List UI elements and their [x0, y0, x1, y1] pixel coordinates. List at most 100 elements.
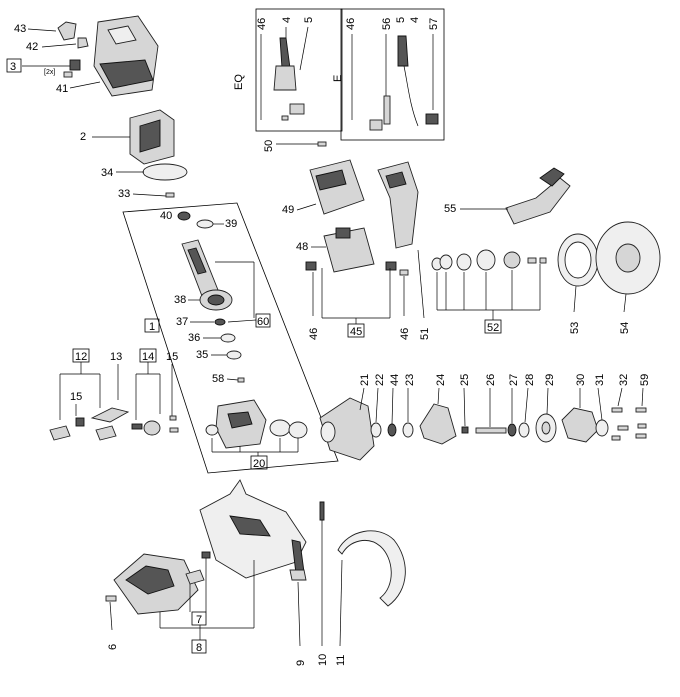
- part-24-spindle-gear: [419, 403, 457, 445]
- label-e-5: 5: [395, 17, 407, 23]
- label-32: 32: [618, 374, 630, 386]
- label-46-right: 46: [399, 328, 411, 340]
- label-52: 52: [487, 322, 499, 334]
- part-50-screw: [317, 141, 327, 147]
- part-55-side-handle: [505, 167, 571, 225]
- label-38: 38: [174, 294, 186, 306]
- part-40-bearing: [177, 211, 191, 221]
- armature-group-frame: [122, 202, 339, 474]
- label-41: 41: [56, 83, 68, 95]
- label-50: 50: [263, 140, 275, 152]
- part-25-key: [461, 426, 469, 434]
- label-22: 22: [374, 374, 386, 386]
- label-53: 53: [569, 322, 581, 334]
- label-33: 33: [118, 188, 130, 200]
- label-48: 48: [296, 241, 308, 253]
- label-37: 37: [176, 316, 188, 328]
- part-21-gear-head: [319, 397, 375, 461]
- label-44: 44: [389, 374, 401, 386]
- part-46-clip-left: [305, 261, 317, 271]
- label-49: 49: [282, 204, 294, 216]
- part-54-backing-pad: [595, 221, 661, 295]
- box-20: [250, 455, 268, 470]
- part-51-handle: [377, 161, 419, 249]
- box-60: [255, 313, 271, 328]
- label-12: 12: [75, 351, 87, 363]
- label-35: 35: [196, 349, 208, 361]
- label-6: 6: [107, 644, 119, 650]
- label-15b: 15: [166, 351, 178, 363]
- label-27: 27: [508, 374, 520, 386]
- label-58: 58: [212, 373, 224, 385]
- label-59: 59: [639, 374, 651, 386]
- label-e-46: 46: [345, 18, 357, 30]
- label-2x: [2x]: [44, 69, 55, 76]
- label-31: 31: [594, 374, 606, 386]
- label-e: E: [332, 75, 344, 82]
- part-23-bearing: [402, 422, 414, 438]
- box-3: [6, 58, 22, 73]
- label-e-57: 57: [428, 18, 440, 30]
- box-e: [340, 8, 445, 141]
- label-55: 55: [444, 203, 456, 215]
- label-14: 14: [142, 351, 154, 363]
- label-24: 24: [435, 374, 447, 386]
- label-36: 36: [188, 332, 200, 344]
- part-52-washer-set: [431, 249, 547, 271]
- label-15a: 15: [70, 391, 82, 403]
- part-rotor-armature: [181, 239, 219, 297]
- label-7: 7: [196, 614, 202, 626]
- part-31-ring: [595, 419, 609, 437]
- part-32-screws: [611, 407, 629, 441]
- box-eq: [255, 8, 343, 132]
- part-22-washer: [370, 422, 382, 438]
- label-45: 45: [350, 326, 362, 338]
- label-23: 23: [404, 374, 416, 386]
- label-10: 10: [317, 654, 329, 666]
- label-43: 43: [14, 23, 26, 35]
- box-1: [144, 318, 160, 333]
- label-eq-4: 4: [281, 17, 293, 23]
- part-2-stator: [129, 109, 175, 165]
- label-40: 40: [160, 210, 172, 222]
- label-8: 8: [196, 642, 202, 654]
- part-29-flange: [535, 413, 557, 443]
- part-58-screw: [237, 377, 245, 383]
- label-9: 9: [295, 660, 307, 666]
- label-29: 29: [544, 374, 556, 386]
- box-52: [484, 319, 502, 334]
- label-eq: EQ: [233, 74, 245, 90]
- part-20-gear-housing: [205, 399, 308, 449]
- label-39: 39: [225, 218, 237, 230]
- part-11-guard: [337, 530, 406, 607]
- part-14-lock: [131, 415, 179, 436]
- part-44-ring: [387, 423, 397, 437]
- part-43-cap: [57, 21, 77, 41]
- label-13: 13: [110, 351, 122, 363]
- label-30: 30: [575, 374, 587, 386]
- part-41-motor-housing: [93, 15, 159, 97]
- part-46-clip-right: [385, 261, 397, 271]
- part-42-clip: [77, 37, 89, 49]
- label-e-4: 4: [409, 17, 421, 23]
- part-7-cable-clamp: [185, 551, 211, 585]
- part-36-ring: [220, 333, 236, 343]
- label-3: 3: [10, 61, 16, 73]
- part-48-bracket: [323, 227, 375, 273]
- part-26-spindle: [475, 427, 507, 434]
- label-20: 20: [253, 458, 265, 470]
- part-35-ring: [226, 350, 242, 360]
- part-28-bearing: [518, 422, 530, 438]
- part-housing-rear: [113, 553, 199, 615]
- label-25: 25: [459, 374, 471, 386]
- label-1: 1: [149, 321, 155, 333]
- box-8: [191, 639, 207, 654]
- part-59-bolts: [635, 407, 647, 439]
- label-11: 11: [335, 655, 347, 666]
- label-e-56: 56: [381, 18, 393, 30]
- part-49-motor-cover: [309, 159, 365, 215]
- label-42: 42: [26, 41, 38, 53]
- part-30-bearing-plate: [561, 407, 599, 443]
- label-46-left: 46: [308, 328, 320, 340]
